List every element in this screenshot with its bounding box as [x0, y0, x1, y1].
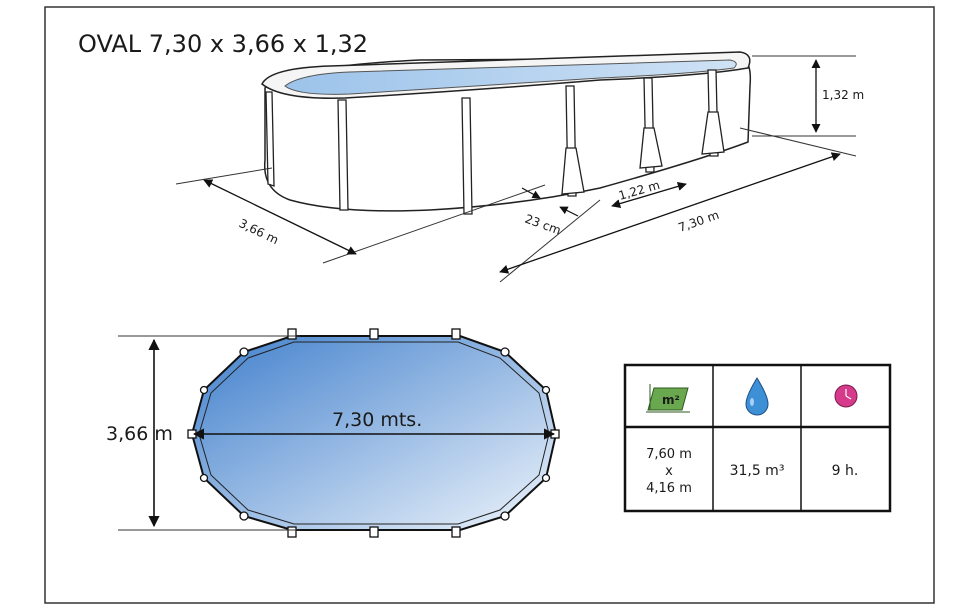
length-dimension-label: 7,30 m: [676, 208, 720, 235]
plan-view: 7,30 mts. 3,66 m: [106, 328, 560, 538]
height-dimension-label: 1,32 m: [822, 88, 864, 102]
area-value-line2: x: [665, 464, 673, 479]
width-dimension-label: 3,66 m: [237, 216, 281, 247]
length-dimension-arrow: [499, 152, 841, 274]
pool-water-surface: [284, 59, 737, 95]
svg-text:m²: m²: [662, 393, 680, 407]
water-drop-icon: [745, 377, 769, 416]
clock-icon: [834, 384, 858, 408]
ground-line-left: [175, 167, 273, 185]
plan-length-label: 7,30 mts.: [332, 409, 422, 431]
outer-border: [44, 6, 935, 604]
diagram-title: OVAL 7,30 x 3,66 x 1,32: [78, 30, 368, 58]
depth-dimension-label: 23 cm: [523, 212, 563, 238]
area-value-line1: 7,60 m: [646, 447, 692, 462]
ground-line-mid: [499, 199, 601, 283]
plan-pool-shape: [190, 335, 558, 531]
time-value: 9 h.: [832, 463, 859, 479]
plan-uprights: [187, 328, 560, 538]
specs-table: m² 7,60 m x 4,16 m 31,5 m³ 9 h.: [623, 363, 892, 513]
buttress-dimension-arrow: [611, 181, 687, 209]
ground-line-right: [739, 127, 857, 157]
volume-value: 31,5 m³: [730, 463, 785, 479]
area-value-line3: 4,16 m: [646, 481, 692, 496]
width-dimension-arrow: [203, 179, 357, 255]
area-m2-icon: m²: [646, 384, 690, 413]
plan-width-label: 3,66 m: [106, 423, 173, 445]
perspective-pool: 1,32 m 3,66 m 7,30 m 1,22 m 23 cm: [175, 51, 864, 283]
